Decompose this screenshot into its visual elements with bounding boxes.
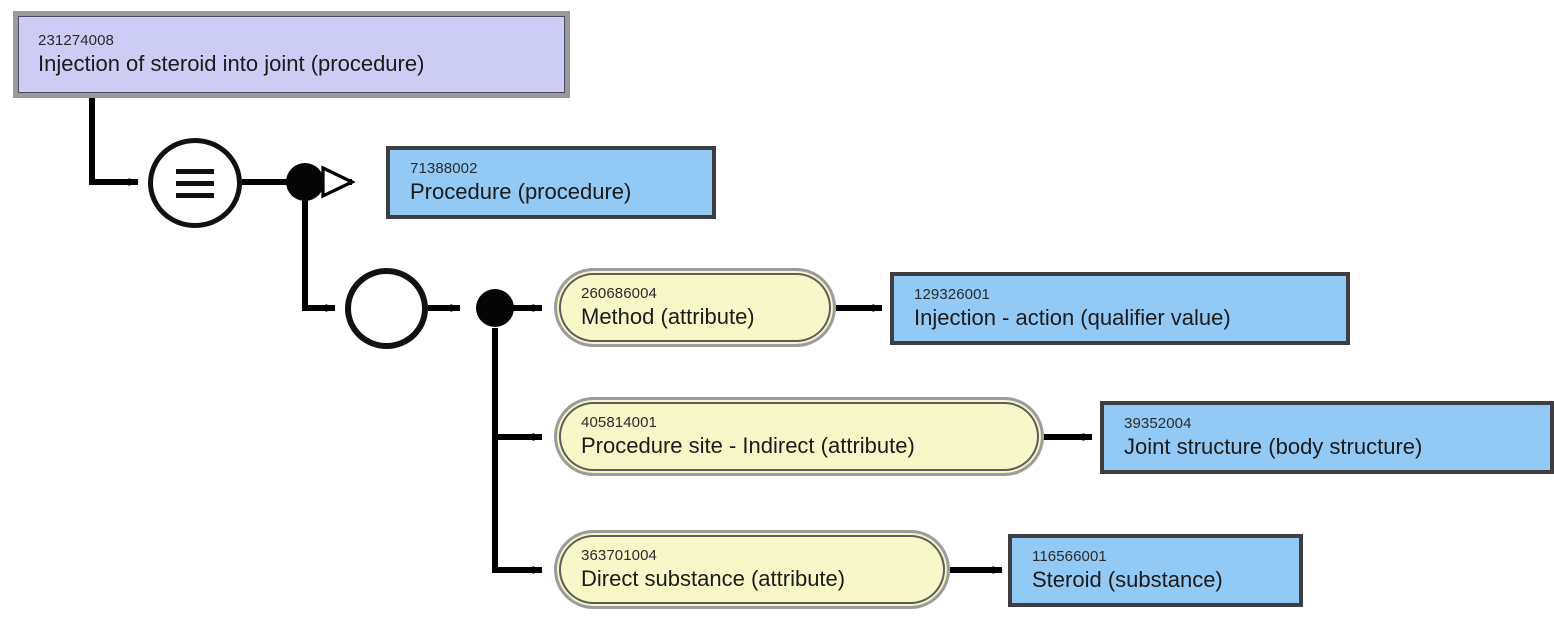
conjunction-dot-icon[interactable]	[476, 289, 514, 327]
concept-box-procedure[interactable]: 71388002 Procedure (procedure)	[386, 146, 716, 219]
edge-conjunction-to-rolegroup	[302, 200, 336, 312]
concept-term: Steroid (substance)	[1032, 567, 1223, 592]
attribute-sctid: 363701004	[581, 547, 657, 564]
attribute-box-procedure-site[interactable]: 405814001 Procedure site - Indirect (att…	[554, 397, 1044, 476]
focus-concept-sctid: 231274008	[38, 32, 114, 49]
edge-focus-to-equivalence	[89, 98, 139, 186]
conjunction-dot-icon[interactable]	[286, 163, 324, 201]
role-group-icon[interactable]	[345, 268, 428, 349]
attribute-term: Direct substance (attribute)	[581, 566, 846, 591]
equivalence-bar	[176, 168, 214, 174]
attribute-term: Method (attribute)	[581, 304, 755, 329]
attribute-sctid: 405814001	[581, 414, 657, 431]
equivalence-bar	[176, 192, 214, 198]
concept-term: Procedure (procedure)	[410, 179, 632, 204]
attribute-term: Procedure site - Indirect (attribute)	[581, 433, 915, 458]
concept-box-steroid[interactable]: 116566001 Steroid (substance)	[1008, 534, 1303, 607]
equivalent-to-icon[interactable]	[148, 138, 242, 228]
concept-sctid: 129326001	[914, 286, 990, 303]
concept-term: Joint structure (body structure)	[1124, 434, 1423, 459]
concept-term: Injection - action (qualifier value)	[914, 305, 1231, 330]
edge-conjunction-to-direct-substance	[492, 437, 543, 574]
concept-sctid: 116566001	[1032, 548, 1107, 565]
concept-sctid: 71388002	[410, 160, 478, 177]
attribute-box-method[interactable]: 260686004 Method (attribute)	[554, 268, 836, 347]
edge-conjunction-to-procedure-site	[492, 328, 543, 441]
concept-box-injection-action[interactable]: 129326001 Injection - action (qualifier …	[890, 272, 1350, 345]
concept-sctid: 39352004	[1124, 415, 1192, 432]
focus-concept-term: Injection of steroid into joint (procedu…	[38, 51, 425, 76]
equivalence-bar	[176, 180, 214, 186]
attribute-sctid: 260686004	[581, 285, 657, 302]
concept-box-joint-structure[interactable]: 39352004 Joint structure (body structure…	[1100, 401, 1554, 474]
focus-concept-box[interactable]: 231274008 Injection of steroid into join…	[13, 11, 570, 98]
attribute-box-direct-substance[interactable]: 363701004 Direct substance (attribute)	[554, 530, 950, 609]
